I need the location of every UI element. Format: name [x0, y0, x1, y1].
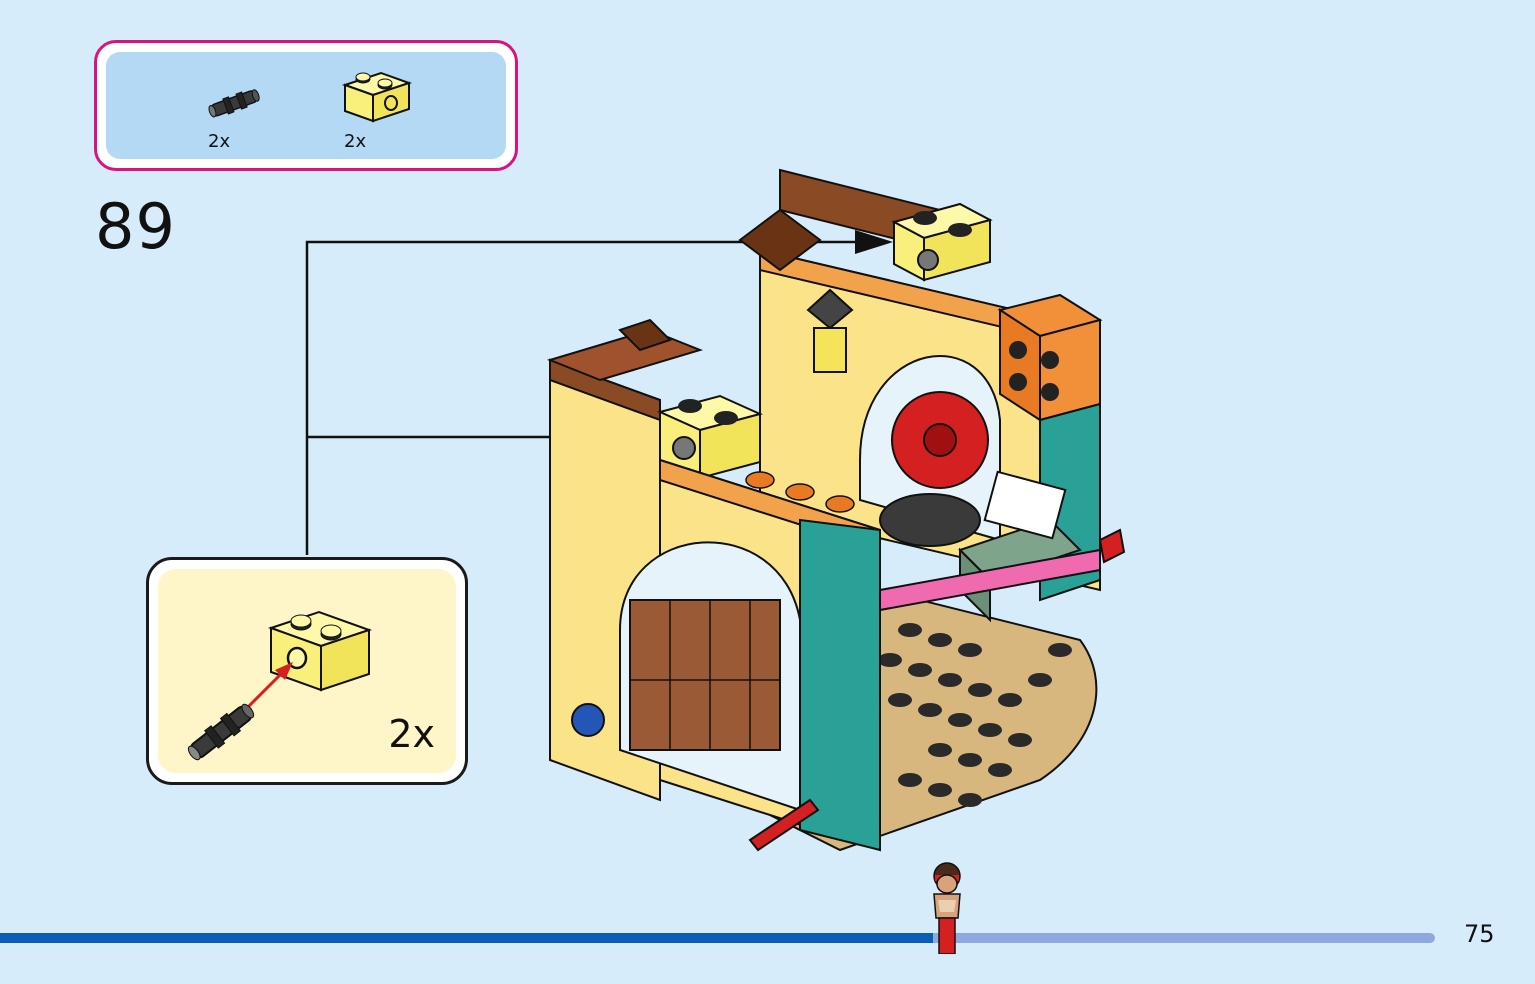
parts-list-background	[106, 52, 506, 159]
pin-icon	[208, 89, 260, 118]
parts-list-item-technic-brick	[341, 63, 413, 131]
parts-list-box: 2x 2x	[94, 40, 518, 171]
pin-insert-illustration	[187, 610, 373, 761]
callout-qty: 2x	[388, 712, 435, 756]
parts-list-qty-pin: 2x	[208, 131, 231, 152]
model-illustration	[546, 168, 1126, 852]
progress-fill	[0, 933, 933, 943]
step-number: 89	[95, 190, 176, 263]
technic-brick-icon	[341, 71, 413, 123]
parts-list-item-pin	[205, 83, 265, 127]
page-number: 75	[1464, 920, 1495, 948]
sub-assembly-callout: 2x	[146, 557, 468, 785]
parts-list-qty-technic-brick: 2x	[344, 131, 367, 152]
minifigure-progress-marker	[933, 862, 961, 954]
arrow-head-upper	[855, 230, 893, 254]
